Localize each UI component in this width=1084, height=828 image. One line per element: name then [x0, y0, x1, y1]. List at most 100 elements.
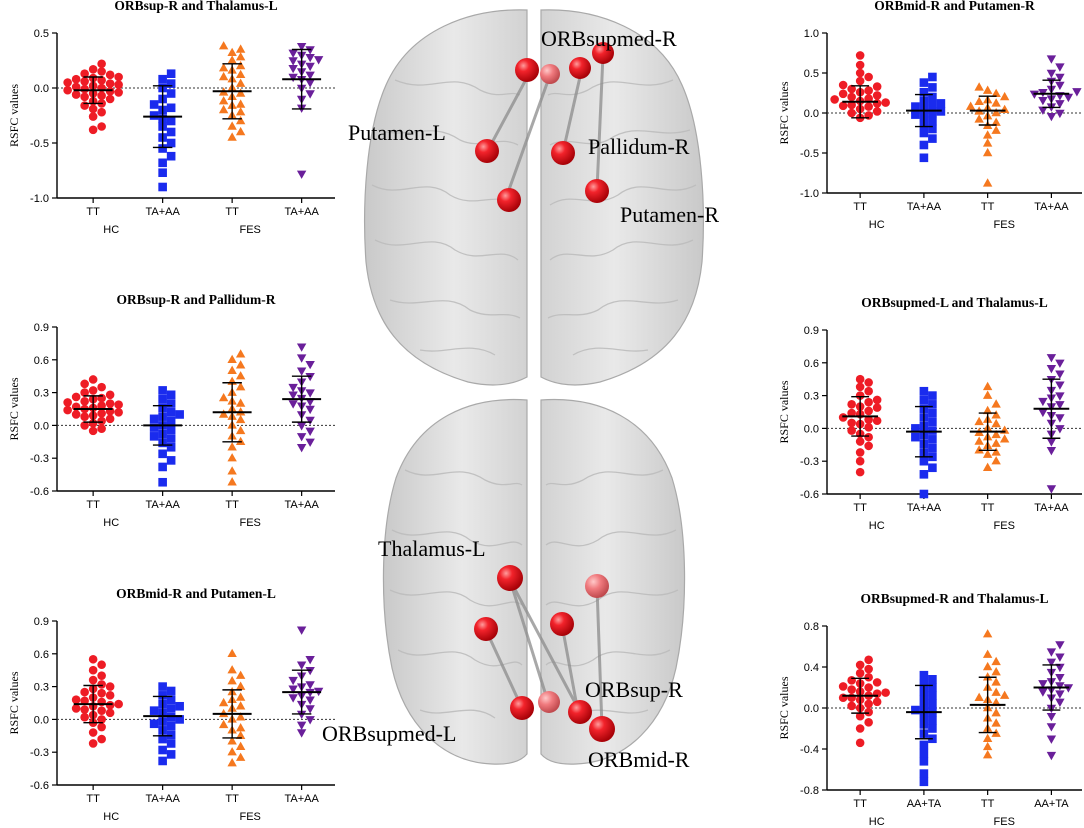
- group-label: HC: [869, 219, 885, 231]
- data-point: [965, 101, 976, 110]
- data-point: [999, 434, 1010, 443]
- data-point: [235, 723, 246, 732]
- data-point: [864, 72, 873, 82]
- x-tick-label: TT: [853, 201, 867, 213]
- data-point: [864, 94, 873, 103]
- data-point: [97, 401, 106, 411]
- y-tick-label: 0.3: [34, 388, 49, 400]
- data-point: [847, 400, 856, 409]
- label-putamen-l: Putamen-L: [348, 120, 446, 145]
- data-point: [158, 168, 167, 177]
- data-point: [296, 170, 307, 179]
- data-point: [928, 100, 937, 110]
- data-point: [838, 89, 848, 99]
- x-tick-label: TA+AA: [907, 201, 942, 213]
- data-point: [928, 92, 937, 102]
- data-point: [928, 124, 937, 134]
- data-point: [227, 736, 237, 745]
- data-point: [218, 96, 229, 105]
- data-point: [1055, 663, 1065, 673]
- data-point: [97, 416, 106, 426]
- group-label: FES: [240, 517, 261, 529]
- y-tick-label: 0.5: [34, 28, 49, 40]
- data-point: [855, 382, 865, 392]
- data-point: [80, 84, 89, 94]
- data-point: [296, 444, 307, 453]
- data-point: [218, 697, 229, 707]
- data-point: [974, 114, 984, 123]
- y-tick-label: -0.3: [30, 747, 49, 759]
- data-point: [928, 691, 937, 700]
- data-point: [919, 777, 929, 787]
- data-point: [88, 654, 98, 664]
- data-point: [114, 699, 123, 709]
- x-tick-label: TT: [225, 206, 239, 218]
- data-point: [991, 107, 1001, 117]
- data-point: [149, 100, 159, 109]
- data-point: [227, 676, 237, 685]
- data-point: [105, 94, 115, 104]
- data-point: [1055, 401, 1065, 410]
- data-point: [838, 80, 848, 90]
- data-point: [166, 686, 176, 696]
- data-point: [88, 65, 98, 74]
- data-point: [830, 95, 839, 104]
- data-point: [80, 705, 89, 714]
- data-point: [313, 56, 324, 65]
- group-label: FES: [240, 811, 261, 823]
- group-label: HC: [869, 520, 885, 532]
- data-point: [982, 138, 993, 147]
- data-point: [97, 393, 106, 403]
- x-tick-label: TA+AA: [284, 793, 319, 805]
- data-point: [71, 90, 81, 99]
- data-point: [305, 372, 315, 382]
- data-point: [991, 399, 1001, 408]
- data-point: [97, 424, 106, 433]
- data-point: [864, 386, 873, 396]
- data-point: [88, 739, 98, 748]
- data-point: [847, 701, 856, 711]
- data-point: [872, 82, 882, 91]
- node-thalamus-l-top: [497, 188, 521, 212]
- data-point: [105, 691, 115, 700]
- x-tick-label: TT: [86, 499, 100, 511]
- data-point: [166, 103, 176, 113]
- data-point: [158, 756, 167, 766]
- data-point: [1046, 365, 1057, 374]
- data-point: [864, 707, 873, 717]
- data-point: [97, 67, 106, 76]
- data-point: [305, 46, 315, 55]
- data-point: [288, 49, 298, 58]
- data-point: [158, 144, 167, 153]
- data-point: [1055, 100, 1065, 109]
- data-point: [991, 656, 1001, 666]
- data-point: [235, 69, 246, 79]
- y-tick-label: 0.0: [804, 423, 819, 435]
- data-point: [991, 429, 1001, 439]
- data-point: [881, 98, 890, 107]
- y-tick-label: 0.0: [34, 83, 49, 95]
- data-point: [218, 719, 229, 729]
- data-point: [235, 398, 246, 407]
- data-point: [872, 395, 882, 405]
- y-tick-label: 0.8: [804, 621, 819, 633]
- data-point: [71, 392, 81, 402]
- data-point: [97, 409, 106, 418]
- data-point: [847, 676, 856, 685]
- data-point: [911, 705, 920, 715]
- data-point: [227, 453, 237, 462]
- data-point: [235, 701, 246, 710]
- data-point: [235, 752, 246, 761]
- data-point: [227, 665, 237, 674]
- data-point: [88, 375, 98, 384]
- data-point: [71, 74, 81, 84]
- data-point: [166, 750, 176, 759]
- node-orbmid-r-top: [592, 42, 614, 64]
- data-point: [982, 661, 993, 671]
- data-point: [991, 677, 1001, 686]
- y-tick-label: 0.3: [34, 682, 49, 694]
- data-point: [149, 414, 159, 424]
- data-point: [166, 442, 176, 452]
